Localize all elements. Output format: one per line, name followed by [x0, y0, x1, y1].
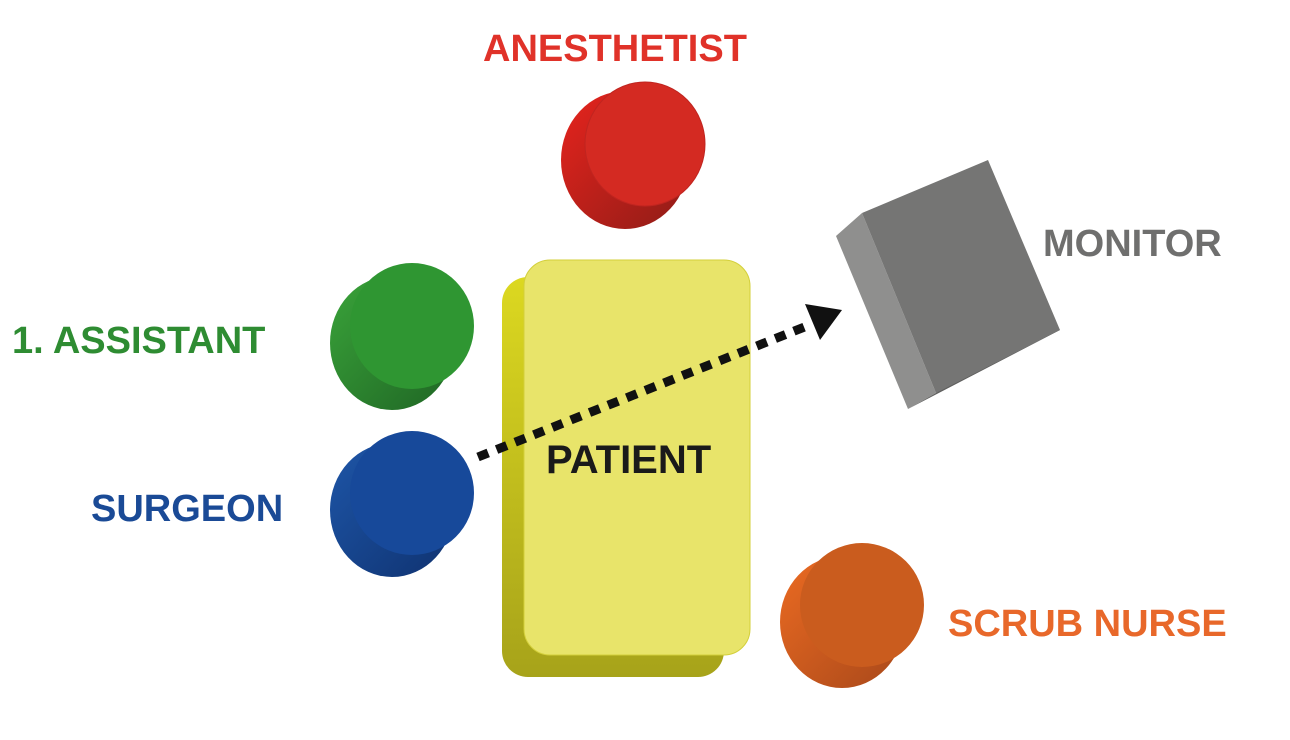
monitor-icon	[836, 160, 1060, 409]
line-of-sight-arrow	[476, 304, 842, 462]
scrub-nurse-icon	[780, 543, 924, 688]
assistant-label: 1. ASSISTANT	[12, 320, 266, 362]
surgeon-icon	[330, 431, 474, 577]
monitor-label: MONITOR	[1043, 223, 1222, 265]
surgeon-label: SURGEON	[91, 488, 284, 530]
anesthetist-label: ANESTHETIST	[483, 28, 747, 70]
patient-label: PATIENT	[546, 438, 712, 482]
anesthetist-icon	[561, 81, 706, 229]
scrub-nurse-label: SCRUB NURSE	[948, 603, 1227, 645]
assistant-icon	[330, 263, 474, 410]
